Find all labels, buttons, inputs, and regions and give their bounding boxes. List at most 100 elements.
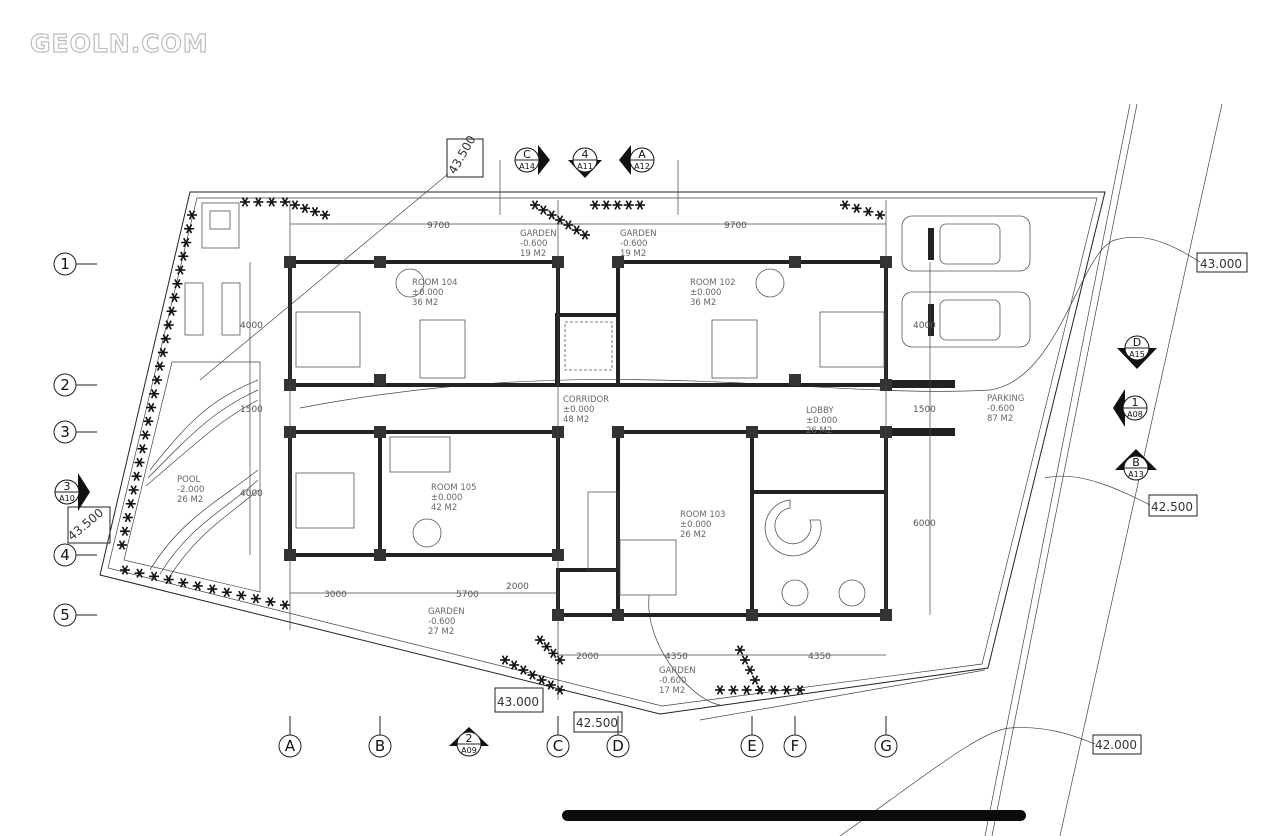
grid-row-3: 3 <box>53 420 97 444</box>
label-text: 43.000 <box>1200 257 1242 271</box>
dim-bottom-2: 5700 <box>456 590 479 600</box>
palm-tree-icon <box>536 675 547 685</box>
grid-row-4: 4 <box>53 543 97 567</box>
label-text: A12 <box>634 162 650 171</box>
palm-tree-icon <box>143 416 154 426</box>
label-text: -0.600 <box>987 404 1014 414</box>
palm-tree-icon <box>735 645 745 655</box>
palm-tree-icon <box>163 574 174 585</box>
label-text: A09 <box>461 746 477 755</box>
label-text: C <box>523 148 531 161</box>
label-text: POOL <box>177 475 201 485</box>
palm-tree-icon <box>122 512 133 523</box>
palm-tree-icon <box>152 375 162 385</box>
palm-tree-icon <box>119 526 130 536</box>
label-text: 43.000 <box>497 695 539 709</box>
label-text: E <box>747 737 756 755</box>
palm-tree-icon <box>555 685 565 695</box>
label-text: 43.500 <box>445 133 478 176</box>
palm-tree-icon <box>253 197 264 207</box>
dim-bottom-1: 3000 <box>324 590 347 600</box>
palm-tree-icon <box>728 685 739 695</box>
palm-tree-icon <box>266 197 277 207</box>
label-text: ROOM 105 <box>431 483 477 493</box>
palm-tree-icon <box>320 210 330 220</box>
label-text: F <box>791 737 800 755</box>
elevation-right-top: 43.000 <box>1196 252 1248 273</box>
label-text: 1 <box>60 255 70 273</box>
palm-tree-icon <box>120 565 130 575</box>
elevation-bottom-left: 43.000 <box>494 687 544 713</box>
label-text: C <box>553 737 563 755</box>
grid-col-e: E <box>740 716 764 758</box>
label-text: GARDEN <box>520 229 557 239</box>
column <box>789 374 801 386</box>
palm-tree-icon <box>157 347 168 358</box>
palm-tree-icon <box>527 670 538 680</box>
label-text: 3 <box>64 480 71 493</box>
label-text: 19 M2 <box>520 249 546 259</box>
label-text: -0.600 <box>428 617 455 627</box>
grid-row-5: 5 <box>53 603 97 627</box>
label-text: 19 M2 <box>620 249 646 259</box>
grid-row-1: 1 <box>53 252 97 276</box>
palm-tree-icon <box>781 685 792 695</box>
label-text: 26 M2 <box>177 495 203 505</box>
dim-top-left: 9700 <box>427 221 450 231</box>
label-text: 42.500 <box>1151 500 1193 514</box>
dim-right-3: 6000 <box>913 519 936 529</box>
palm-tree-icon <box>140 430 151 440</box>
label-text: 5 <box>60 606 70 624</box>
label-text: GARDEN <box>659 666 696 676</box>
palm-tree-icon <box>290 200 300 210</box>
horizontal-scrollbar[interactable] <box>562 810 1026 821</box>
palm-tree-icon <box>207 584 218 594</box>
palm-tree-icon <box>875 210 885 220</box>
palm-tree-icon <box>571 225 582 235</box>
palm-tree-icon <box>187 210 197 220</box>
palm-tree-icon <box>128 485 139 495</box>
column <box>746 609 758 621</box>
label-text: PARKING <box>987 394 1024 404</box>
palm-tree-icon <box>545 680 556 690</box>
palm-tree-icon <box>149 389 160 399</box>
palm-tree-icon <box>580 230 590 240</box>
label-text: LOBBY <box>806 406 834 416</box>
label-text: ±0.000 <box>563 405 594 415</box>
palm-tree-icon <box>563 220 574 230</box>
grid-col-c: C <box>546 716 570 758</box>
grid-col-a: A <box>278 716 302 758</box>
elevation-left: 43.500 <box>65 506 111 544</box>
grid-row-bubbles: 1 2 3 4 5 <box>53 252 97 627</box>
label-text: -0.600 <box>620 239 647 249</box>
elevation-right-mid: 42.500 <box>1148 494 1198 517</box>
label-text: CORRIDOR <box>563 395 609 405</box>
label-text: G <box>880 737 892 755</box>
grid-col-f: F <box>783 716 807 758</box>
label-text: ROOM 102 <box>690 278 736 288</box>
palm-tree-icon <box>755 685 765 695</box>
dim-right-1: 4000 <box>913 321 936 331</box>
label-text: 4 <box>60 546 70 564</box>
palm-tree-icon <box>795 685 805 695</box>
label-text: ±0.000 <box>680 520 711 530</box>
dim-bottom-3: 2000 <box>506 582 529 592</box>
label-text: 27 M2 <box>428 627 454 637</box>
label-text: B <box>1132 456 1140 469</box>
palm-tree-icon <box>555 655 565 665</box>
column <box>746 426 758 438</box>
palm-tree-icon <box>541 641 552 652</box>
palm-tree-icon <box>768 685 779 695</box>
pool <box>123 202 261 593</box>
